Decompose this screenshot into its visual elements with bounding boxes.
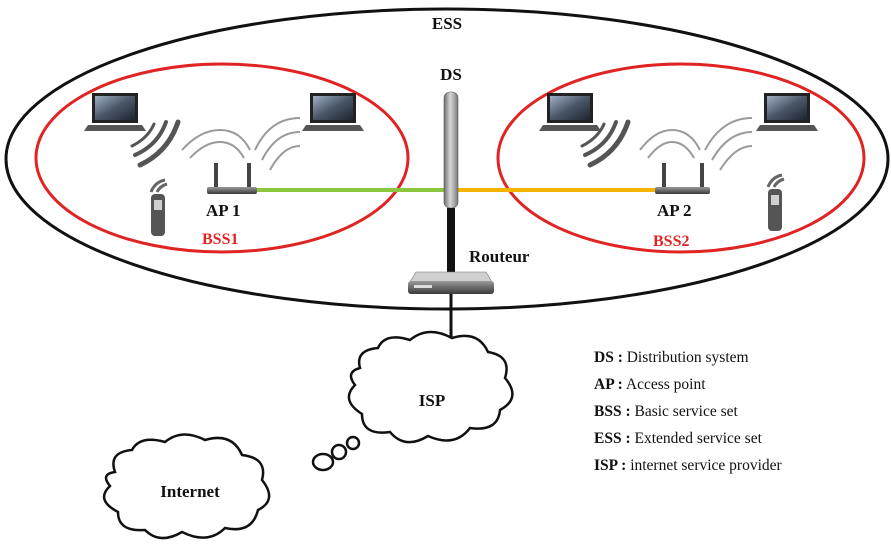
legend: DS : Distribution system AP : Access poi… (594, 347, 782, 482)
antenna-mast-icon (443, 91, 459, 278)
ap1-label: AP 1 (206, 201, 240, 220)
bss1-label: BSS1 (202, 231, 238, 248)
isp-label: ISP (419, 391, 445, 410)
legend-text: Access point (625, 376, 706, 393)
legend-abbr: AP : (594, 376, 623, 393)
bss2-ellipse (496, 62, 866, 254)
wifi-signal-icon (639, 117, 753, 171)
cloud-icon (347, 330, 514, 444)
wifi-signal-icon (580, 119, 631, 168)
phone-icon (149, 178, 168, 236)
legend-abbr: DS : (594, 349, 623, 366)
legend-item: AP : Access point (594, 374, 782, 396)
legend-item: ESS : Extended service set (594, 428, 782, 450)
legend-abbr: ISP : (594, 457, 627, 474)
legend-text: Distribution system (626, 349, 749, 366)
legend-text: internet service provider (630, 457, 782, 474)
access-point-icon (207, 163, 257, 194)
legend-text: Basic service set (634, 403, 738, 420)
ess-label: ESS (432, 14, 462, 33)
ess-ellipse (4, 7, 890, 311)
legend-item: ISP : internet service provider (594, 455, 782, 477)
laptop-icon (756, 93, 818, 131)
cloud-connector-bubble (345, 435, 361, 451)
legend-abbr: ESS : (594, 430, 631, 447)
legend-abbr: BSS : (594, 403, 631, 420)
router-icon (408, 271, 494, 294)
cloud-connector-bubble (330, 443, 348, 461)
legend-item: DS : Distribution system (594, 347, 782, 369)
ds-label: DS (440, 65, 462, 84)
cloud-icon (102, 433, 271, 540)
internet-label: Internet (160, 482, 220, 501)
access-point-icon (655, 163, 710, 194)
wifi-signal-icon (181, 117, 301, 171)
laptop-icon (539, 93, 601, 131)
legend-item: BSS : Basic service set (594, 401, 782, 423)
legend-text: Extended service set (634, 430, 762, 447)
router-label: Routeur (469, 247, 530, 266)
phone-icon (766, 173, 785, 231)
cloud-connector-bubble (311, 452, 335, 472)
ap2-label: AP 2 (657, 201, 691, 220)
bss2-label: BSS2 (653, 233, 689, 250)
bss1-ellipse (34, 62, 410, 254)
laptop-icon (84, 93, 146, 131)
laptop-icon (302, 93, 364, 131)
wifi-signal-icon (130, 119, 181, 168)
